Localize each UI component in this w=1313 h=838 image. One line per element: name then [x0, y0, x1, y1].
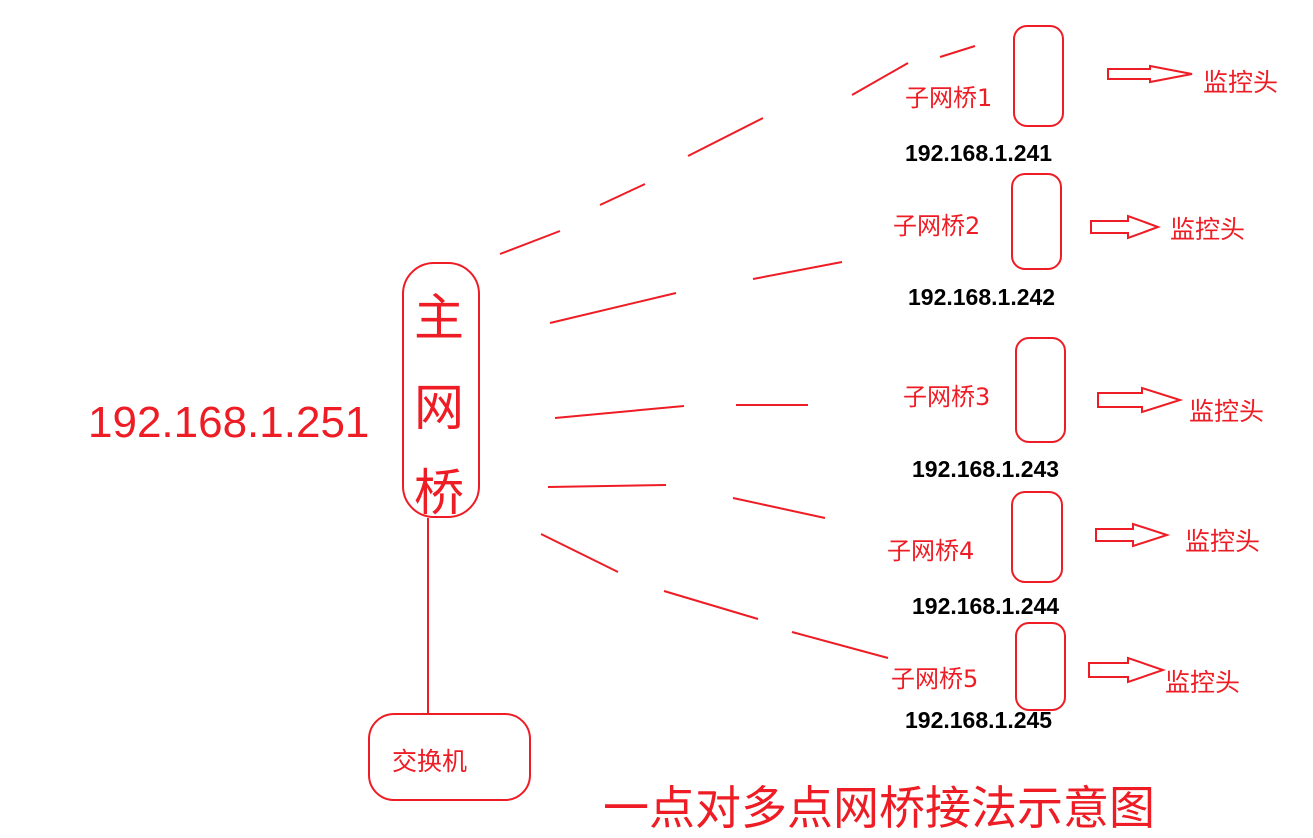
sub-bridge-ip-4: 192.168.1.244: [912, 593, 1060, 619]
sub-bridge-label-4: 子网桥4: [887, 537, 975, 565]
sub-bridge-label-5: 子网桥5: [891, 665, 979, 693]
sub-bridge-box-5: [1015, 622, 1066, 711]
arrow-5: [1088, 656, 1167, 684]
camera-label-4: 监控头: [1185, 527, 1261, 556]
wireless-link-4: [547, 484, 667, 488]
sub-bridge-ip-1: 192.168.1.241: [905, 140, 1053, 166]
sub-bridge-box-3: [1015, 337, 1066, 443]
wireless-link-5: [540, 533, 619, 573]
camera-label-2: 监控头: [1170, 215, 1246, 244]
wireless-link-3: [554, 405, 685, 419]
camera-label-5: 监控头: [1165, 668, 1241, 697]
main-bridge-char-2: 网: [414, 379, 464, 437]
sub-bridge-ip-5: 192.168.1.245: [905, 707, 1053, 733]
wireless-link-1: [499, 230, 561, 255]
sub-bridge-label-2: 子网桥2: [893, 212, 981, 240]
sub-bridge-box-2: [1011, 173, 1062, 270]
camera-label-3: 监控头: [1189, 397, 1265, 426]
switch-label: 交换机: [392, 747, 468, 776]
main-bridge-char-3: 桥: [414, 464, 464, 522]
main-bridge-ip: 192.168.1.251: [88, 398, 370, 447]
sub-bridge-box-1: [1013, 25, 1064, 127]
arrow-4: [1095, 522, 1171, 548]
sub-bridge-label-1: 子网桥1: [905, 84, 993, 112]
arrow-1: [1107, 64, 1193, 84]
camera-label-1: 监控头: [1203, 68, 1279, 97]
sub-bridge-ip-2: 192.168.1.242: [908, 284, 1056, 310]
diagram-caption: 一点对多点网桥接法示意图: [603, 781, 1155, 835]
sub-bridge-label-3: 子网桥3: [903, 383, 991, 411]
sub-bridge-ip-3: 192.168.1.243: [912, 456, 1060, 482]
wireless-link-2: [549, 292, 677, 324]
arrow-3: [1097, 386, 1184, 414]
switch-box: [368, 713, 531, 801]
main-bridge-box: [402, 262, 480, 518]
sub-bridge-box-4: [1011, 491, 1063, 583]
arrow-2: [1090, 214, 1161, 240]
main-bridge-char-1: 主: [414, 289, 464, 347]
